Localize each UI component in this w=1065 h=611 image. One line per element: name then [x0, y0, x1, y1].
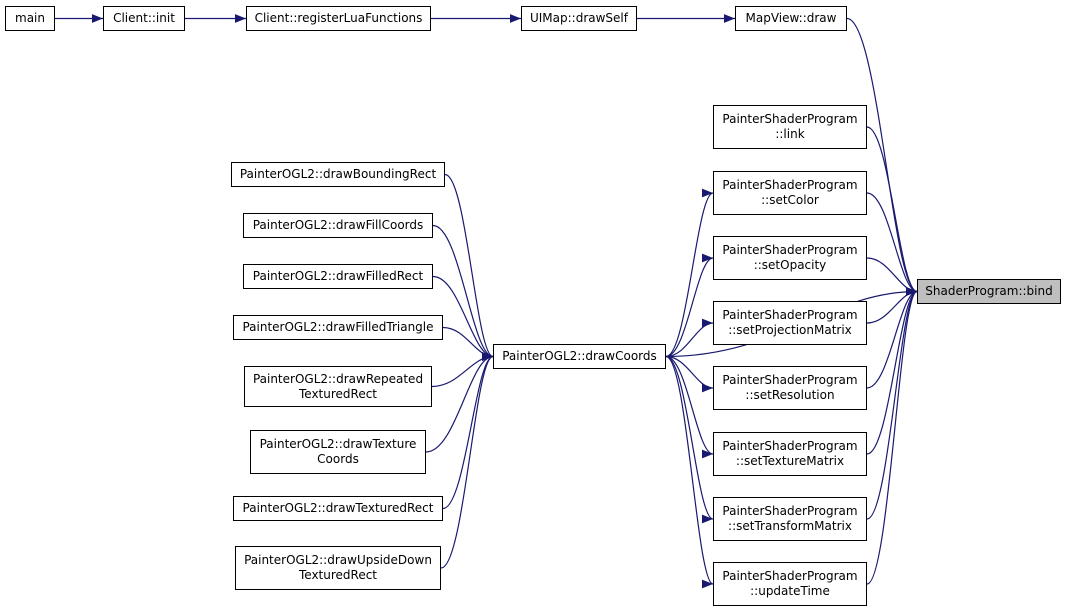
node-label: PainterOGL2::drawFilledTriangle: [242, 320, 434, 334]
node-mapview-draw[interactable]: MapView::draw: [735, 6, 847, 31]
node-label: ::link: [775, 127, 805, 141]
edge-ogl_drawcoords-to-psp_setopacity: [665, 253, 714, 358]
node-psp-settexturematrix[interactable]: PainterShaderProgram ::setTextureMatrix: [713, 432, 867, 476]
node-painterogl2-drawtexturecoords[interactable]: PainterOGL2::drawTexture Coords: [250, 430, 426, 474]
edge-ogl_filledtriangle-to-ogl_drawcoords: [442, 326, 494, 361]
node-painterogl2-drawfillcoords[interactable]: PainterOGL2::drawFillCoords: [243, 213, 433, 238]
node-label: PainterShaderProgram: [722, 569, 858, 583]
node-client-init[interactable]: Client::init: [103, 6, 185, 31]
node-label: PainterShaderProgram: [722, 112, 858, 126]
edge-psp_settexturematrix-to-shader_bind: [866, 287, 918, 455]
edge-psp_link-to-shader_bind: [866, 126, 918, 296]
node-painterogl2-drawrepeatedtexturedrect[interactable]: PainterOGL2::drawRepeated TexturedRect: [244, 366, 432, 407]
node-label: PainterOGL2::drawTexture: [259, 437, 417, 451]
edge-ogl_drawcoords-to-psp_settransform: [665, 355, 714, 524]
node-label: PainterShaderProgram: [722, 504, 858, 518]
node-label: PainterOGL2::drawBoundingRect: [239, 167, 437, 181]
edge-ogl_texturedrect-to-ogl_drawcoords: [442, 352, 494, 510]
node-main[interactable]: main: [5, 6, 55, 31]
node-psp-settransformmatrix[interactable]: PainterShaderProgram ::setTransformMatri…: [713, 497, 867, 541]
node-label: UIMap::drawSelf: [529, 11, 628, 25]
node-label: PainterShaderProgram: [722, 308, 858, 322]
node-painterogl2-drawfilledtriangle[interactable]: PainterOGL2::drawFilledTriangle: [233, 315, 443, 340]
edge-ogl_texturecoords-to-ogl_drawcoords: [425, 352, 494, 453]
node-label: ::setOpacity: [753, 258, 827, 272]
node-painterogl2-drawupsidedowntexturedrect[interactable]: PainterOGL2::drawUpsideDown TexturedRect: [235, 546, 441, 590]
node-label: ShaderProgram::bind: [925, 284, 1053, 298]
edge-psp_settransform-to-shader_bind: [866, 287, 918, 520]
edge-ogl_drawcoords-to-psp_setresolution: [665, 355, 714, 393]
node-label: PainterShaderProgram: [722, 439, 858, 453]
node-label: PainterOGL2::drawTexturedRect: [242, 501, 434, 515]
node-label: TexturedRect: [298, 568, 378, 582]
node-label: Client::init: [113, 11, 175, 25]
node-label: PainterOGL2::drawUpsideDown: [244, 553, 432, 567]
node-label: ::setTransformMatrix: [728, 519, 852, 533]
node-psp-setcolor[interactable]: PainterShaderProgram ::setColor: [713, 171, 867, 215]
node-painterogl2-drawboundingrect[interactable]: PainterOGL2::drawBoundingRect: [231, 162, 445, 187]
node-label: PainterOGL2::drawCoords: [502, 349, 657, 363]
node-psp-link[interactable]: PainterShaderProgram ::link: [713, 105, 867, 149]
edge-ogl_drawcoords-to-psp_setprojection: [665, 318, 714, 358]
node-psp-setopacity[interactable]: PainterShaderProgram ::setOpacity: [713, 236, 867, 280]
node-psp-setprojectionmatrix[interactable]: PainterShaderProgram ::setProjectionMatr…: [713, 301, 867, 345]
node-label: main: [15, 11, 45, 25]
node-label: ::setTextureMatrix: [735, 454, 845, 468]
edge-ogl_boundingrect-to-ogl_drawcoords: [444, 173, 494, 361]
edge-psp_setopacity-to-shader_bind: [866, 257, 918, 296]
node-label: ::updateTime: [750, 584, 830, 598]
node-label: Coords: [317, 452, 359, 466]
node-label: PainterShaderProgram: [722, 243, 858, 257]
edge-ogl_upsidedown-to-ogl_drawcoords: [440, 352, 494, 569]
node-psp-updatetime[interactable]: PainterShaderProgram ::updateTime: [713, 562, 867, 606]
node-label: PainterShaderProgram: [722, 373, 858, 387]
node-label: PainterOGL2::drawFilledRect: [252, 269, 424, 283]
node-label: MapView::draw: [745, 11, 837, 25]
node-uimap-drawself[interactable]: UIMap::drawSelf: [521, 6, 637, 31]
edge-psp_updatetime-to-shader_bind: [866, 287, 918, 585]
node-painterogl2-drawfilledrect[interactable]: PainterOGL2::drawFilledRect: [243, 264, 433, 289]
edge-ogl_drawcoords-to-psp_updatetime: [665, 355, 714, 589]
edge-ogl_drawcoords-to-psp_settexturematrix: [665, 355, 714, 459]
node-label: PainterOGL2::drawFillCoords: [252, 218, 424, 232]
node-psp-setresolution[interactable]: PainterShaderProgram ::setResolution: [713, 366, 867, 410]
node-label: ::setProjectionMatrix: [728, 323, 852, 337]
node-label: PainterShaderProgram: [722, 178, 858, 192]
node-shaderprogram-bind[interactable]: ShaderProgram::bind: [917, 279, 1061, 304]
edge-ogl_fillcoords-to-ogl_drawcoords: [432, 224, 494, 361]
node-label: ::setResolution: [745, 388, 835, 402]
node-painterogl2-drawtexturedrect[interactable]: PainterOGL2::drawTexturedRect: [233, 496, 443, 521]
node-label: ::setColor: [761, 193, 819, 207]
node-label: PainterOGL2::drawRepeated: [252, 371, 424, 386]
node-label: TexturedRect: [298, 386, 378, 401]
edge-psp_setcolor-to-shader_bind: [866, 192, 918, 296]
node-label: Client::registerLuaFunctions: [254, 11, 423, 25]
node-client-register-lua-functions[interactable]: Client::registerLuaFunctions: [246, 6, 431, 31]
node-painterogl2-drawcoords[interactable]: PainterOGL2::drawCoords: [493, 344, 666, 369]
edge-ogl_drawcoords-to-psp_setcolor: [665, 188, 714, 358]
